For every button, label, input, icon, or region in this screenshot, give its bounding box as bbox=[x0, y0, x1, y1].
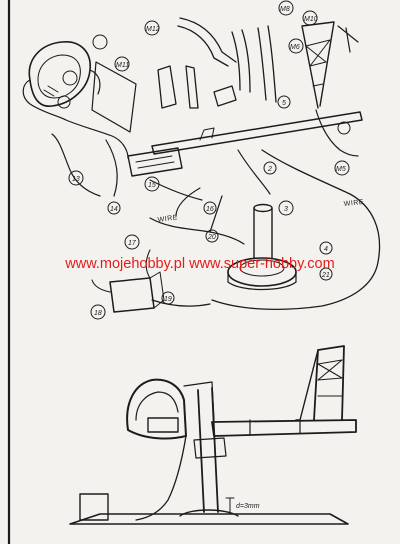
callout-circle bbox=[205, 229, 219, 243]
callout-circle bbox=[124, 234, 140, 250]
callout-label: M6 bbox=[290, 44, 300, 51]
callout-circle bbox=[337, 121, 351, 135]
callout-circle bbox=[90, 304, 106, 320]
dimension-label: d=3mm bbox=[236, 503, 260, 510]
mast-foot bbox=[179, 509, 239, 517]
callout-circles bbox=[57, 0, 351, 320]
mast-collar bbox=[193, 437, 227, 459]
watermark-text: www.mojehobby.pl www.super-hobby.com bbox=[65, 256, 335, 272]
truss-stay bbox=[295, 349, 319, 421]
callout-label: 17 bbox=[128, 240, 137, 247]
callout-circle bbox=[57, 95, 71, 109]
truss-arm bbox=[301, 21, 359, 157]
callout-circle bbox=[334, 160, 350, 176]
control-box bbox=[127, 147, 183, 177]
callout-label: M10 bbox=[304, 16, 318, 23]
callout-circle bbox=[278, 200, 294, 216]
callout-circle bbox=[288, 38, 304, 54]
callout-circle bbox=[144, 176, 160, 192]
assembled-lamp-inner bbox=[135, 391, 179, 421]
callout-label: 19 bbox=[164, 296, 172, 303]
assembled-mast bbox=[197, 387, 219, 513]
callout-label: M5 bbox=[336, 166, 346, 173]
callout-label: 16 bbox=[206, 206, 214, 213]
wire-harness bbox=[51, 119, 381, 311]
callout-label: 13 bbox=[72, 176, 80, 183]
callout-label: 3 bbox=[284, 206, 288, 213]
dimension-marker bbox=[225, 497, 235, 515]
lamp-front-plate bbox=[147, 417, 179, 433]
assembled-cable bbox=[135, 435, 187, 521]
wire-label: WIRE bbox=[343, 199, 364, 208]
battery-box bbox=[91, 249, 165, 313]
assembled-truss bbox=[313, 345, 345, 421]
exploded-view: M12 M11 M8 M10 M6 3 4 2 5 13 14 15 16 17… bbox=[22, 0, 381, 320]
boom-joints bbox=[249, 419, 301, 435]
upright-part-b bbox=[185, 65, 199, 109]
callout-circle bbox=[277, 95, 291, 109]
boom-bracket bbox=[199, 127, 215, 141]
callout-circle bbox=[62, 70, 78, 86]
panel-part bbox=[91, 61, 137, 133]
callout-circle bbox=[319, 241, 333, 255]
callout-label: 15 bbox=[148, 182, 156, 189]
callout-label: 4 bbox=[324, 246, 328, 253]
assembled-lamp bbox=[126, 378, 187, 440]
callout-circle bbox=[68, 170, 84, 186]
callout-circle bbox=[319, 267, 333, 281]
callout-label: M8 bbox=[280, 6, 290, 13]
callout-label: 20 bbox=[207, 234, 216, 241]
assembled-battery-box bbox=[79, 493, 109, 521]
callout-circle bbox=[92, 34, 108, 50]
callout-circle bbox=[263, 161, 277, 175]
ground-base bbox=[69, 513, 349, 525]
strip-parts bbox=[177, 17, 277, 103]
upright-part-a bbox=[157, 65, 177, 109]
callout-circle bbox=[107, 201, 121, 215]
lamp-part bbox=[22, 41, 101, 121]
truss-bracing bbox=[317, 359, 343, 397]
callout-circle bbox=[302, 10, 318, 26]
callout-circle bbox=[278, 0, 294, 16]
callout-circle bbox=[144, 20, 160, 36]
callout-label: M12 bbox=[146, 26, 160, 33]
boom-beam bbox=[151, 111, 363, 155]
assembled-boom bbox=[211, 419, 357, 437]
block-part bbox=[213, 85, 237, 107]
callout-label: 5 bbox=[282, 100, 286, 107]
turret-base bbox=[227, 203, 297, 291]
callout-label: 14 bbox=[110, 206, 118, 213]
callout-circle bbox=[161, 291, 175, 305]
callout-label: 21 bbox=[321, 272, 330, 279]
wire-label: WIRE bbox=[157, 214, 178, 224]
callout-circle bbox=[114, 56, 130, 72]
assembled-view: d=3mm bbox=[69, 345, 357, 525]
callout-label: 18 bbox=[94, 310, 102, 317]
callout-label: M11 bbox=[116, 62, 129, 69]
callout-label: 2 bbox=[267, 166, 272, 173]
callout-circle bbox=[203, 201, 217, 215]
